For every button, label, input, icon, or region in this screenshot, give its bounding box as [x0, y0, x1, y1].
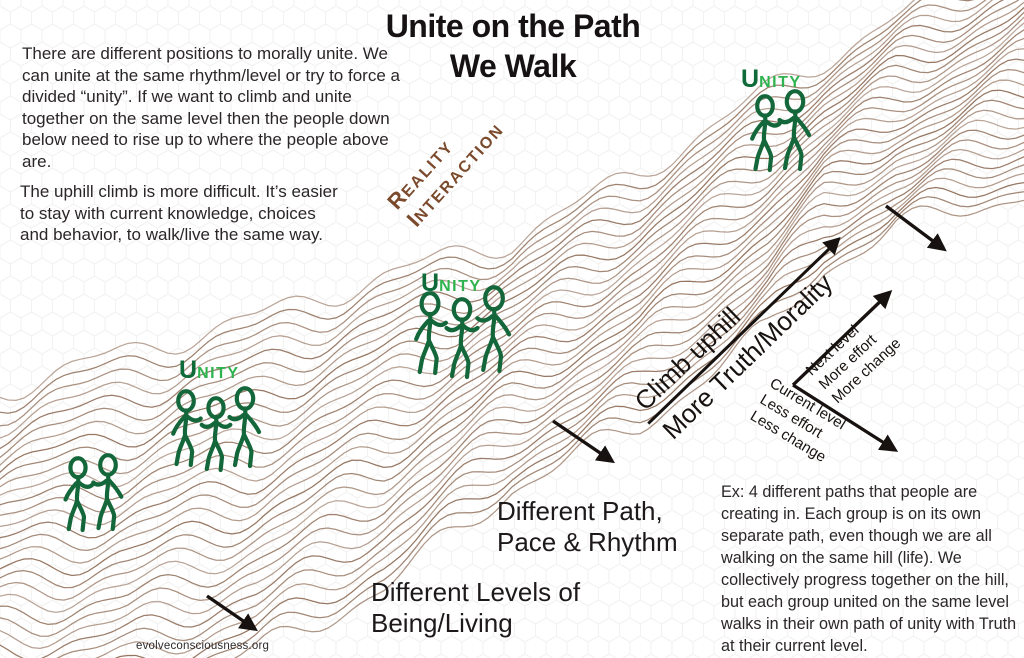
contour-line	[0, 0, 987, 427]
page-title: Unite on the Path We Walk	[340, 6, 686, 86]
figure-body	[63, 474, 95, 533]
arrow-current-level	[792, 383, 899, 452]
unity-label-left: UNITY	[179, 356, 240, 384]
contour-line	[56, 164, 1024, 658]
figure-head	[451, 297, 473, 322]
contour-line	[0, 79, 1024, 564]
contour-line	[0, 1, 1024, 466]
contour-line	[0, 16, 1024, 488]
different-path-line1: Different Path,	[497, 496, 663, 526]
contour-line	[0, 0, 1005, 450]
contour-line	[94, 172, 1024, 658]
different-levels-line1: Different Levels of	[371, 577, 581, 607]
contour-line	[0, 0, 975, 414]
figure-body	[444, 317, 480, 380]
contour-line	[0, 68, 1024, 552]
figure-group-center	[414, 285, 512, 380]
different-levels-note: Different Levels of Being/Living	[371, 577, 580, 639]
direction-arrows	[206, 204, 947, 632]
figure-body	[475, 306, 512, 374]
figure-group-topright	[750, 89, 812, 173]
contour-line	[0, 22, 1024, 496]
contour-line	[206, 191, 1024, 658]
contour-line	[0, 148, 1024, 650]
contour-line	[0, 119, 1024, 614]
website-credit: evolveconsciousness.org	[136, 640, 270, 652]
contour-line	[0, 0, 1020, 459]
contour-line	[233, 199, 1024, 658]
contour-line	[0, 129, 1024, 626]
figure-body	[199, 414, 233, 473]
contour-line	[0, 37, 1024, 516]
arrow-downhill-center	[552, 419, 616, 464]
contour-line	[0, 0, 994, 439]
contour-line	[0, 29, 1024, 506]
arrow-downhill-bottomleft	[206, 594, 258, 632]
page-title-line2: We Walk	[449, 48, 577, 84]
contour-line	[0, 109, 1024, 601]
contour-line	[0, 11, 1024, 480]
different-levels-line2: Being/Living	[371, 608, 513, 638]
different-path-note: Different Path, Pace & Rhythm	[497, 496, 678, 558]
intro-paragraph-1: There are different positions to morally…	[22, 44, 400, 171]
figure-body	[91, 472, 124, 532]
figure-body	[171, 408, 203, 468]
arrow-next-level	[791, 289, 893, 387]
figure-body	[750, 113, 782, 173]
figure-body	[777, 109, 812, 172]
contour-line	[0, 58, 1024, 539]
figure-body	[414, 311, 448, 376]
different-path-line2: Pace & Rhythm	[497, 527, 678, 557]
contour-line	[0, 139, 1024, 637]
figure-body	[227, 406, 262, 469]
contour-line	[0, 89, 1024, 577]
contour-line	[0, 6, 1024, 473]
unity-label-topright: UNITY	[741, 65, 802, 93]
figure-group-left	[171, 386, 262, 473]
contour-line	[0, 156, 1024, 658]
figure-head	[206, 396, 226, 420]
contour-line	[114, 181, 1024, 658]
unity-label-center: UNITY	[421, 269, 482, 297]
contour-line	[0, 0, 916, 402]
contour-line	[0, 48, 1024, 528]
figure-group-bottom-left	[63, 453, 124, 533]
intro-paragraph-2: The uphill climb is more difficult. It’s…	[20, 182, 338, 244]
page-title-line1: Unite on the Path	[385, 8, 641, 44]
contour-line	[0, 99, 1024, 589]
figure-head	[68, 456, 88, 480]
figure-head	[784, 89, 806, 114]
figure-head	[98, 453, 118, 477]
arrow-downhill-topright	[885, 204, 947, 252]
example-paragraph: Ex: 4 different paths that people are cr…	[721, 483, 1017, 655]
